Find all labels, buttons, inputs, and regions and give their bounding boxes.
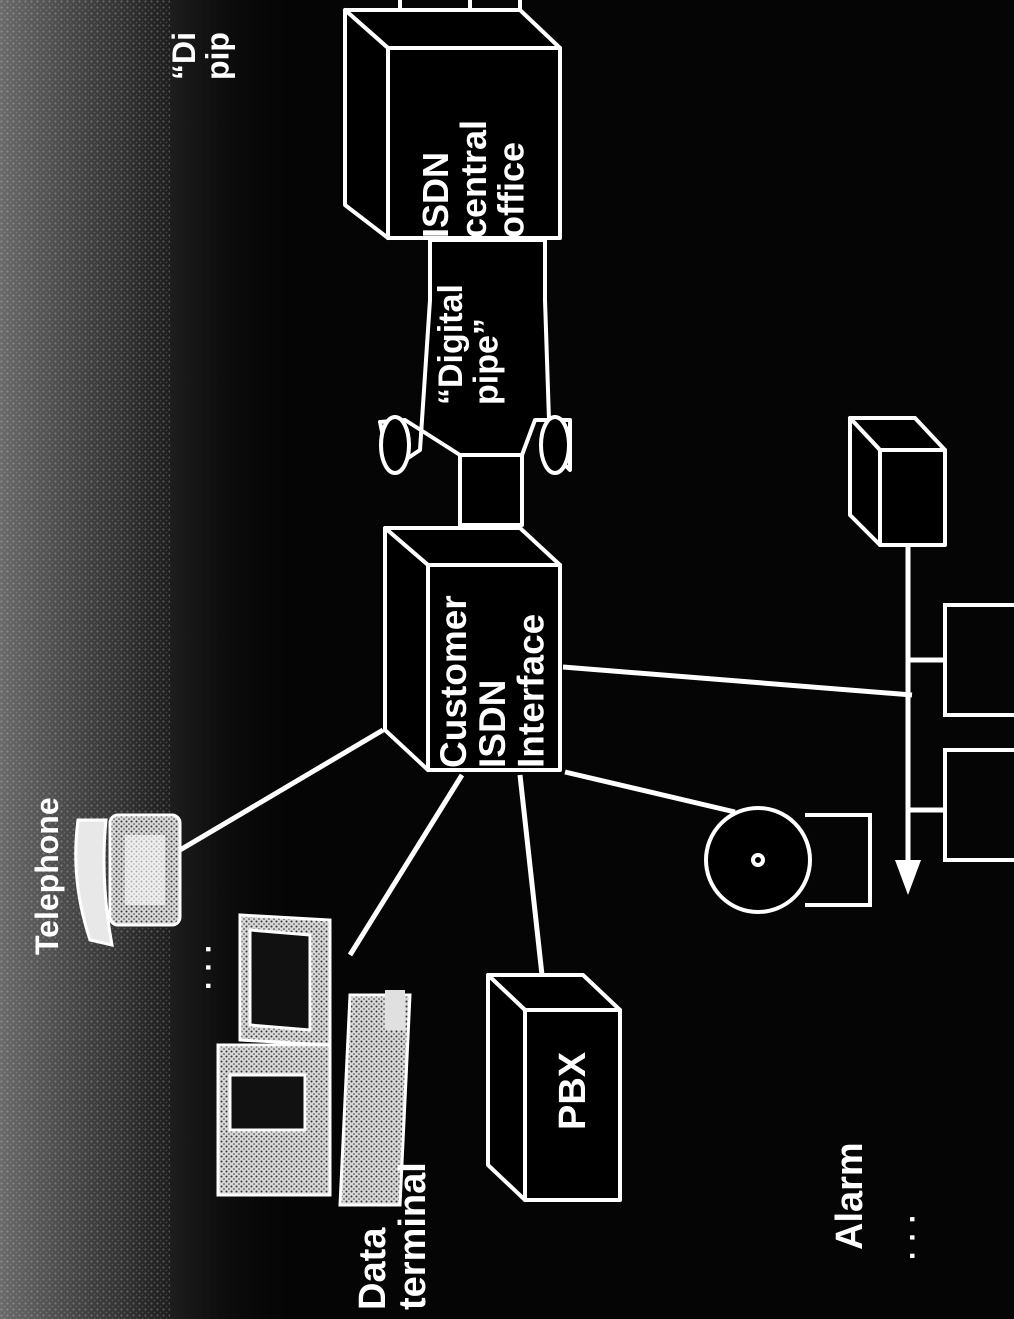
telephone-label: Telephone [29,797,65,955]
telephone-icon [76,815,180,945]
ellipsis-left: · · · [192,943,225,990]
alarm-label: Alarm [829,1142,871,1250]
pbx-label: PBX [552,1051,594,1130]
left-speckle [0,0,170,1319]
lan-device-top [850,418,945,545]
ellipsis-bottom: · · · [896,1213,929,1260]
upper-pipe-label: “Dipip [166,32,236,80]
